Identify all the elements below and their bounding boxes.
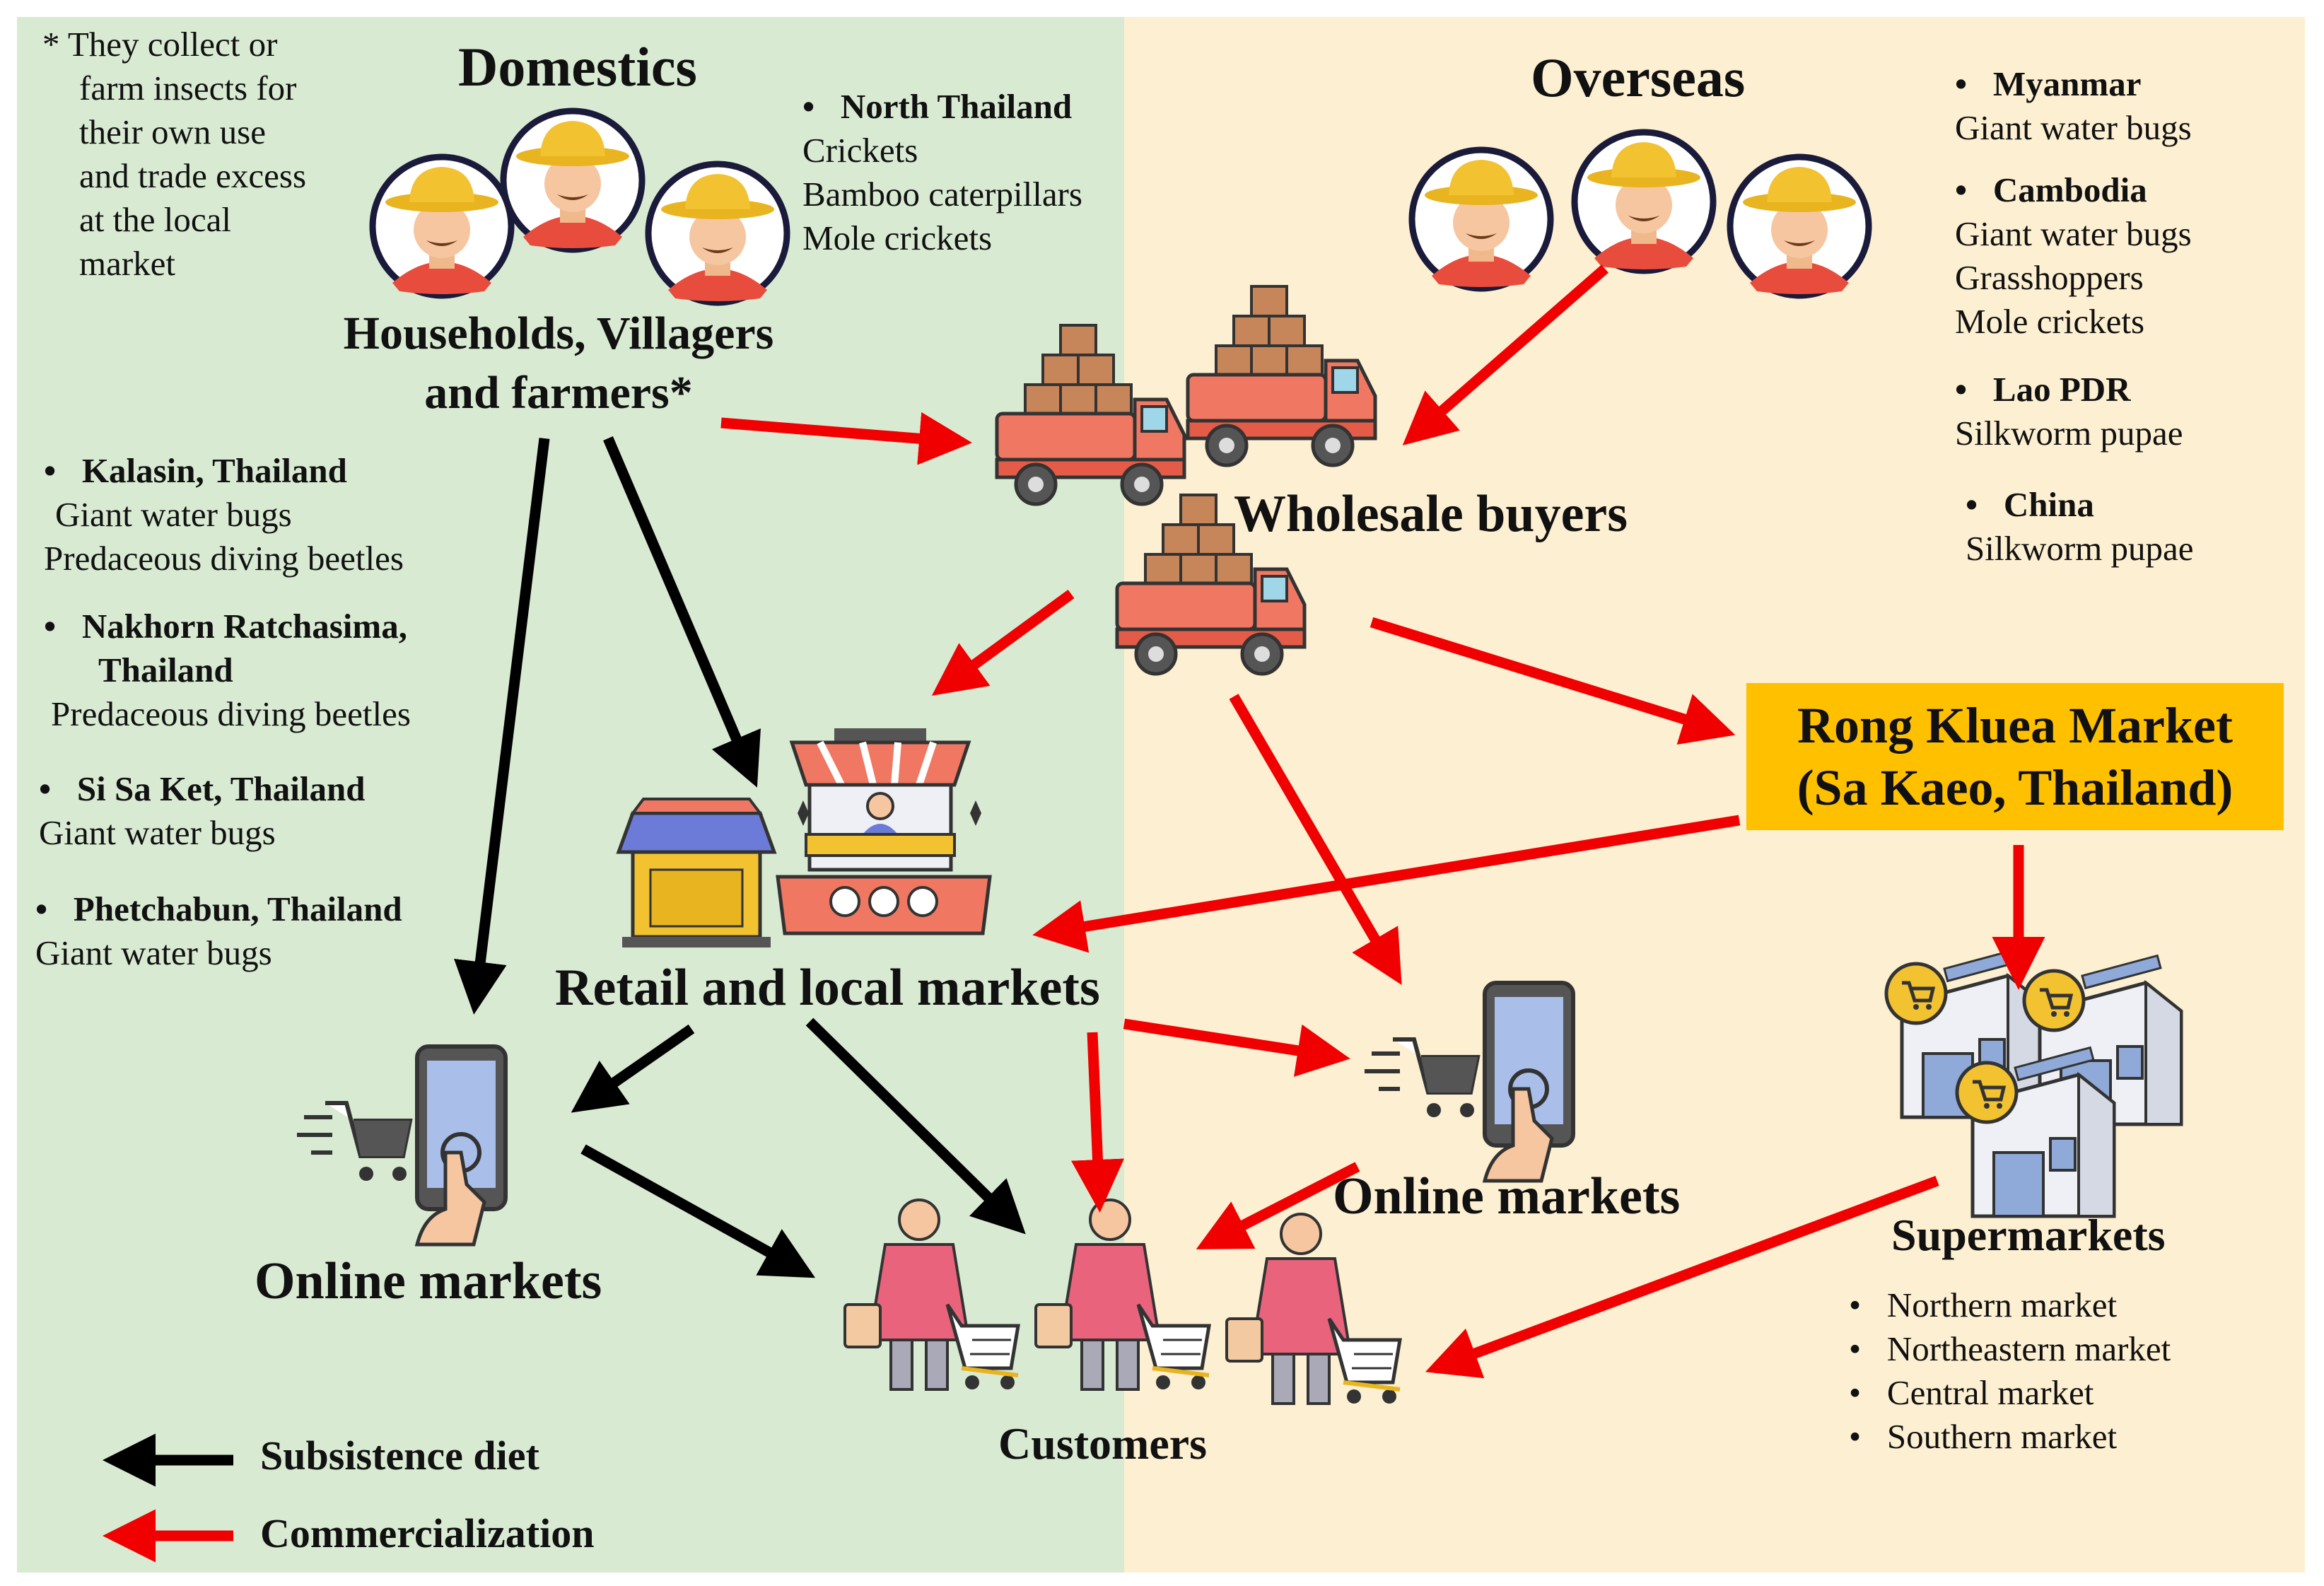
region-kalasin: Kalasin, Thailand Giant water bugs Preda… (44, 449, 404, 581)
customers-label: Customers (998, 1418, 1208, 1469)
legend-commercialization-label: Commercialization (260, 1510, 595, 1556)
truck-icon (997, 325, 1184, 504)
country-myanmar: Myanmar Giant water bugs (1955, 62, 2192, 150)
customer-icon (1227, 1214, 1400, 1404)
commercialization-arrows (720, 264, 2045, 1379)
wholesale-buyers-label: Wholesale buyers (1234, 485, 1628, 543)
country-lao-pdr: Lao PDR Silkworm pupae (1955, 368, 2183, 455)
region-nakhorn-ratchasima: Nakhorn Ratchasima, Thailand Predaceous … (44, 605, 411, 736)
truck-icon (1188, 286, 1375, 465)
online-markets-left-label: Online markets (255, 1252, 602, 1310)
legend-subsistence-label: Subsistence diet (260, 1433, 539, 1479)
customer-icon (845, 1200, 1018, 1389)
farmer-icon (1730, 157, 1869, 296)
farmer-icon (1575, 132, 1713, 271)
households-label: Households, Villagers and farmers* (343, 308, 774, 419)
online-shopping-icon (297, 1046, 506, 1244)
supermarkets-label: Supermarkets (1891, 1210, 2166, 1260)
country-china: China Silkworm pupae (1966, 483, 2194, 571)
domestics-title: Domestics (458, 36, 697, 98)
country-cambodia: Cambodia Giant water bugs Grasshoppers M… (1955, 168, 2192, 344)
overseas-title: Overseas (1531, 47, 1746, 108)
domestic-footnote: * They collect or farm insects for their… (42, 25, 307, 283)
farmer-icon (648, 164, 787, 303)
online-shopping-icon (1365, 983, 1573, 1181)
supermarket-region-list: Northern market Northeastern market Cent… (1849, 1283, 2171, 1459)
region-si-sa-ket: Si Sa Ket, Thailand Giant water bugs (39, 767, 365, 855)
region-north-thailand: North Thailand Crickets Bamboo caterpill… (802, 85, 1082, 260)
customer-icon (1036, 1200, 1209, 1389)
market-stall-icon (776, 728, 992, 935)
retail-local-markets-label: Retail and local markets (555, 959, 1100, 1017)
farmer-icon (1412, 150, 1551, 288)
market-stall-icon (616, 798, 777, 947)
rong-kluea-market-box: Rong Kluea Market (Sa Kaeo, Thailand) (1746, 683, 2284, 830)
farmer-icon (373, 157, 511, 296)
subsistence-arrows (454, 436, 1026, 1278)
region-phetchabun: Phetchabun, Thailand Giant water bugs (35, 887, 402, 975)
farmer-icon (503, 111, 642, 250)
online-markets-right-label: Online markets (1333, 1167, 1681, 1225)
